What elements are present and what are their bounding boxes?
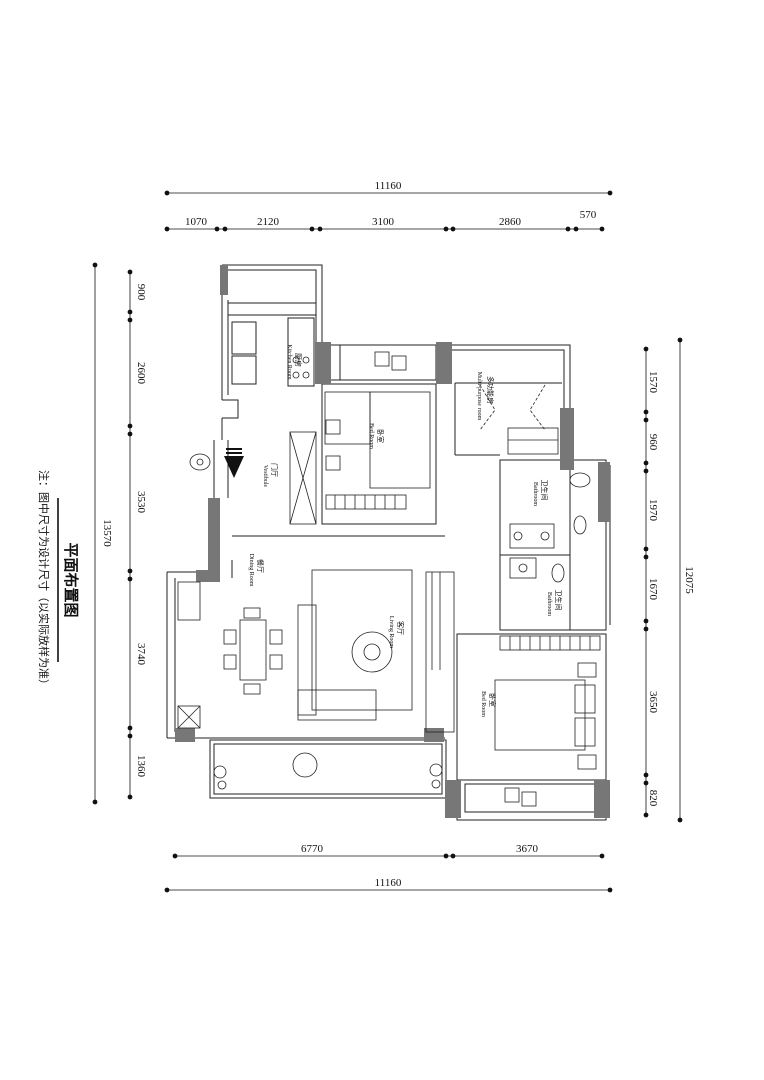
dim-left-seg: 2600 — [135, 362, 147, 385]
dim-top-seg: 2120 — [257, 216, 280, 228]
room-label-multipurpose-en: Multi-purpose room — [476, 372, 482, 421]
room-label-dining-en: Dining Room — [248, 554, 254, 587]
room-label-kitchen-en: Kitchen Room — [286, 344, 292, 379]
walls — [166, 264, 611, 821]
dim-left-seg: 1360 — [135, 755, 147, 778]
dim-left-seg: 900 — [135, 284, 147, 301]
room-label-kitchen-cn: 厨房 — [294, 353, 303, 367]
room-label-vestibule-cn: 门厅 — [270, 463, 279, 477]
top-dimensions — [164, 190, 613, 232]
dim-right-seg: 1670 — [647, 578, 659, 601]
dim-right-total: 12075 — [683, 566, 695, 594]
room-label-bathroom-mid-en: Bathroom — [546, 592, 552, 616]
plan-title: 平面布置图 — [62, 542, 80, 617]
room-label-bedroom-bottom-en: Bed Room — [480, 691, 486, 717]
dim-top-seg: 570 — [580, 209, 597, 221]
room-label-bedroom-bottom-cn: 卧室 — [488, 693, 497, 707]
room-label-living-en: Living Room — [388, 616, 394, 649]
dim-left-total: 13570 — [101, 519, 113, 547]
room-label-multipurpose-cn: 多功能房 — [486, 376, 495, 404]
dim-right-seg: 960 — [647, 434, 659, 451]
bottom-dimensions — [164, 853, 613, 893]
room-label-vestibule-en: Vestibule — [262, 465, 268, 488]
dim-right-seg: 1570 — [647, 371, 659, 394]
room-label-bathroom-mid-cn: 卫生间 — [554, 590, 563, 611]
dim-top-total: 11160 — [375, 180, 402, 192]
dim-left-seg: 3740 — [135, 643, 147, 666]
bed-bottom — [494, 679, 586, 751]
furniture — [177, 351, 601, 807]
dim-right-seg: 820 — [647, 790, 659, 807]
room-label-dining-cn: 餐厅 — [256, 559, 265, 573]
right-dimensions — [643, 337, 683, 823]
dim-top-seg: 1070 — [185, 216, 208, 228]
room-label-bedroom-top-cn: 卧室 — [376, 429, 385, 443]
entry-arrow-icon — [224, 448, 244, 478]
dim-bottom-seg: 3670 — [516, 843, 539, 855]
dim-left-seg: 3530 — [135, 491, 147, 514]
wall-columns — [175, 265, 610, 818]
room-label-living-cn: 客厅 — [396, 621, 405, 635]
plan-note: 注：图中尺寸为设计尺寸（以实际放样为准） — [37, 470, 51, 690]
dim-bottom-seg: 6770 — [301, 843, 324, 855]
dim-top-seg: 2860 — [499, 216, 522, 228]
left-dimensions — [92, 262, 133, 805]
dim-right-seg: 1970 — [647, 499, 659, 522]
room-label-bedroom-top-en: Bed Room — [368, 423, 374, 449]
room-label-bathroom-top-cn: 卫生间 — [540, 480, 549, 501]
room-label-bathroom-top-en: Bathroom — [532, 482, 538, 506]
dim-right-seg: 3650 — [647, 691, 659, 714]
dim-bottom-total: 11160 — [375, 877, 402, 889]
dim-top-seg: 3100 — [372, 216, 395, 228]
